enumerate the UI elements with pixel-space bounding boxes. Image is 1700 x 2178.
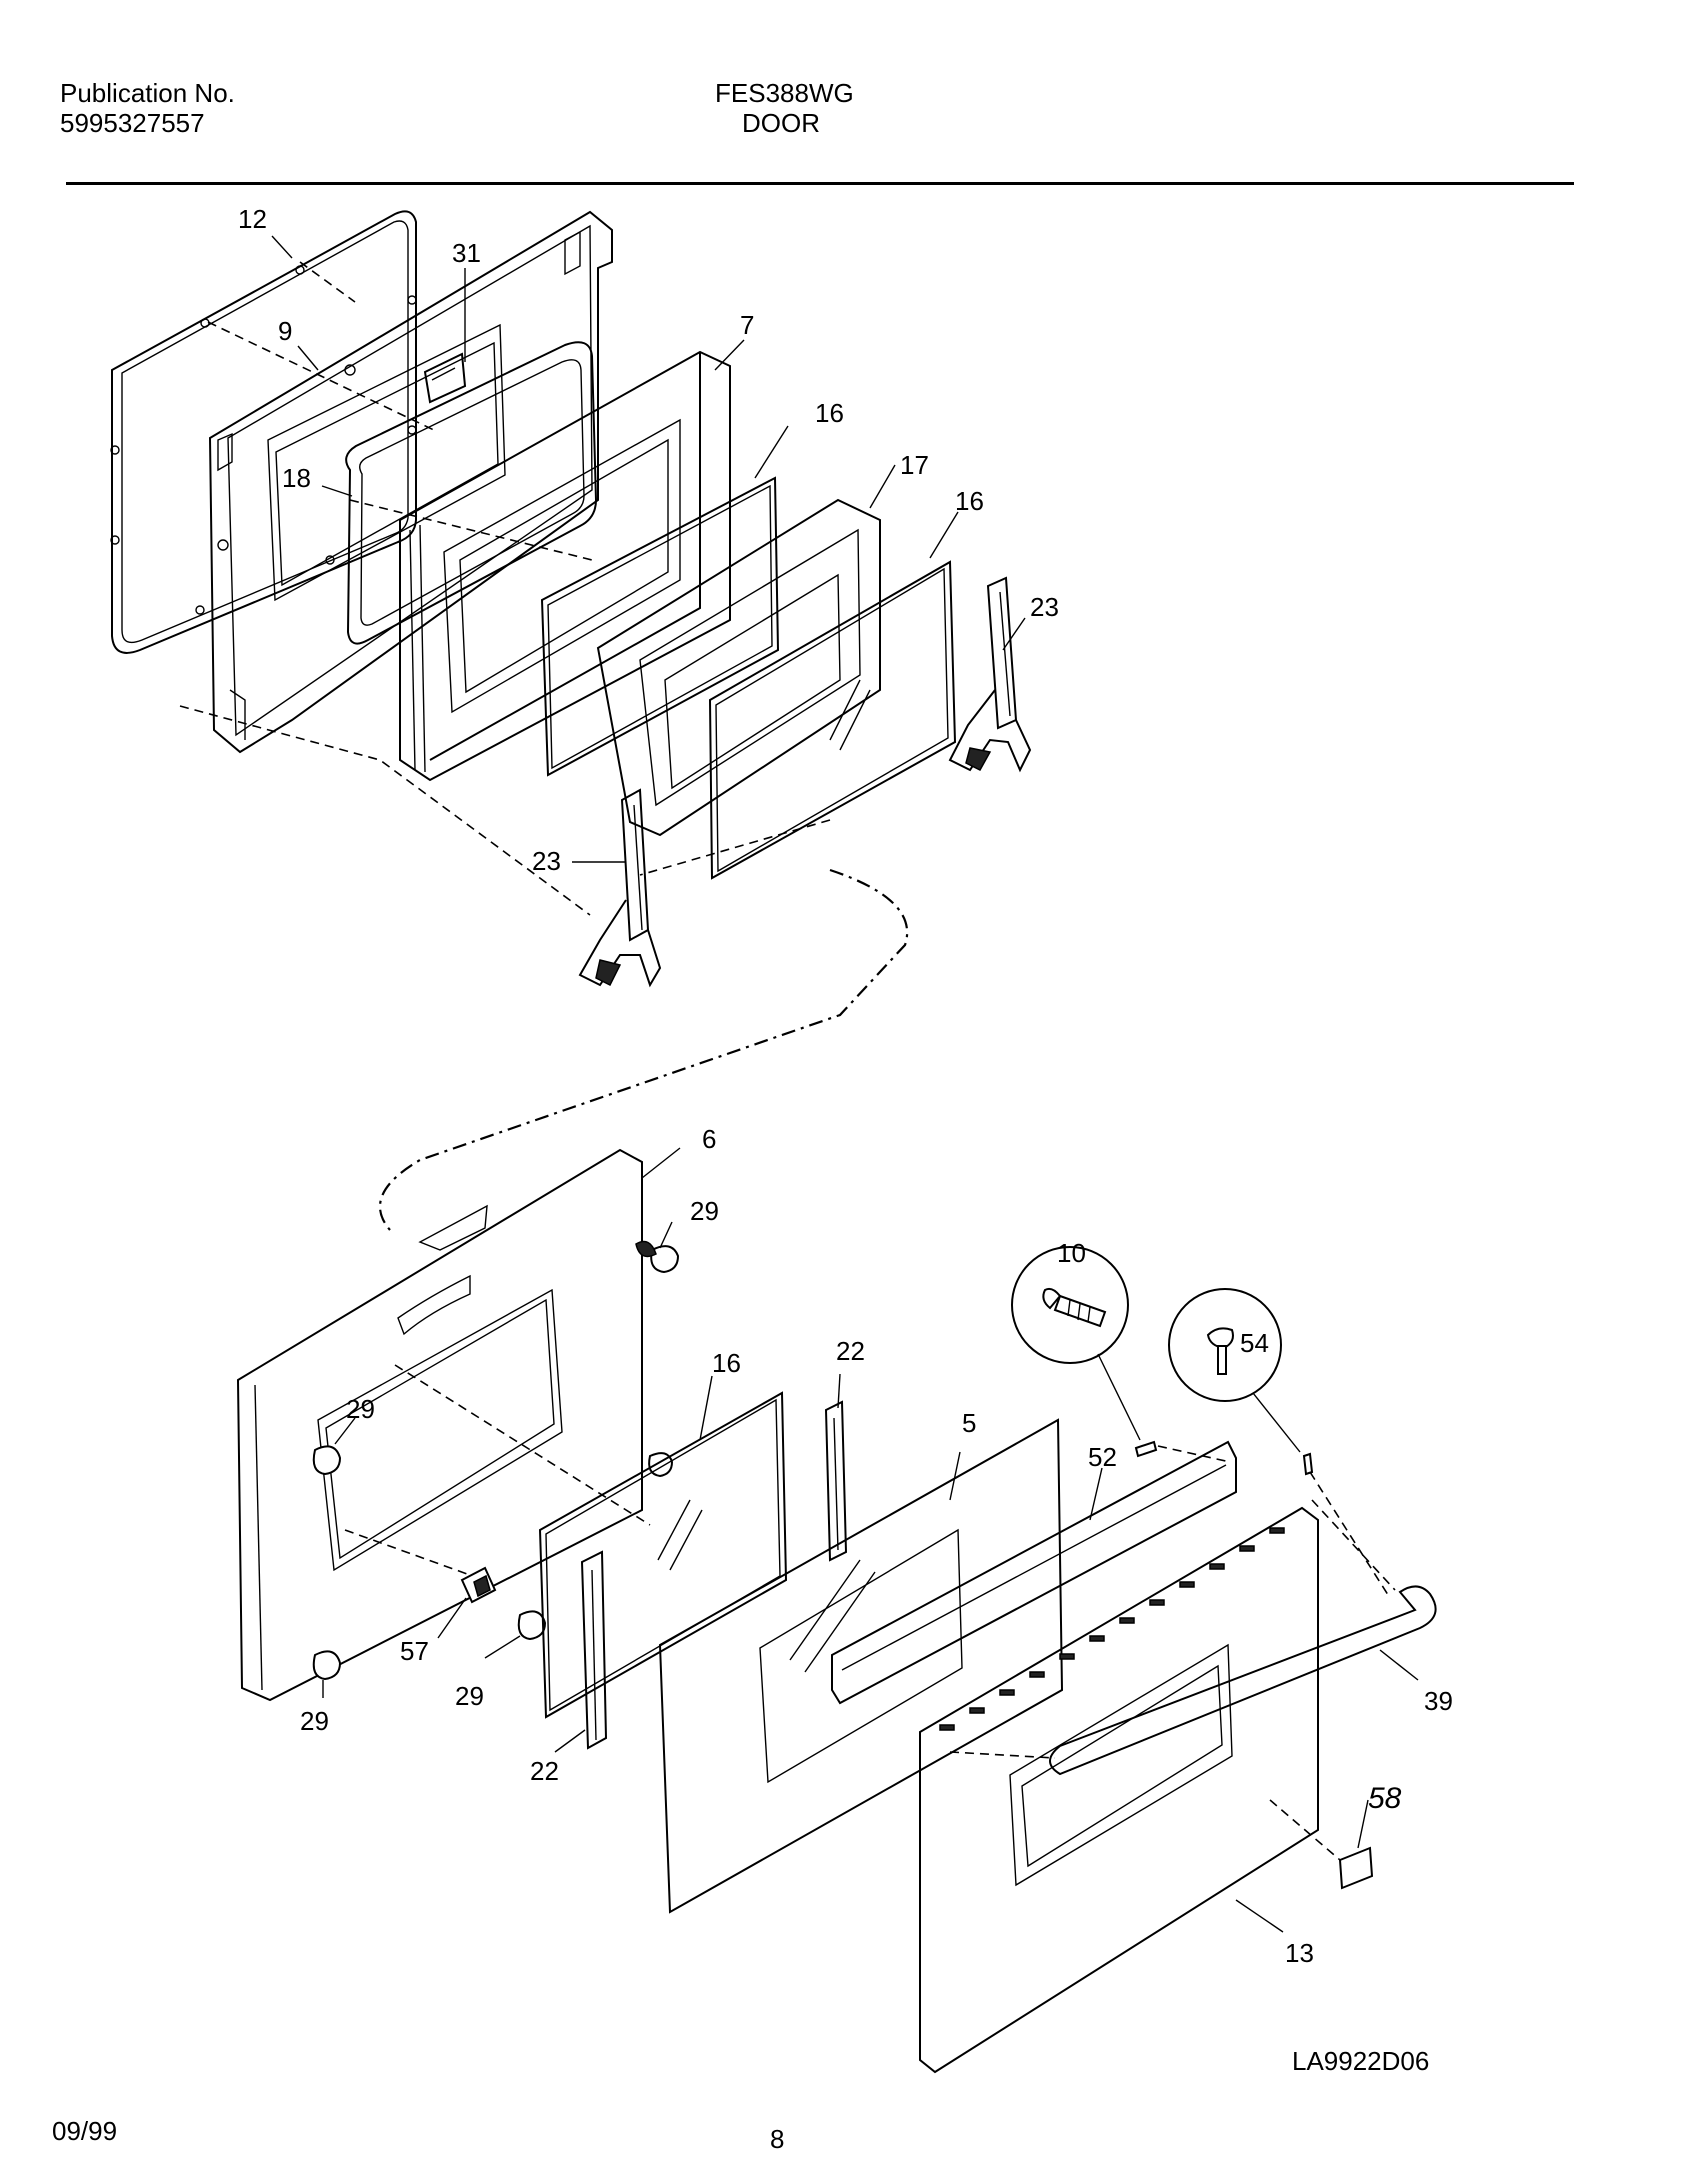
callout-23-a: 23 — [1030, 592, 1059, 622]
callout-18: 18 — [282, 463, 311, 493]
insulation-frame — [399, 350, 731, 782]
outer-glass-upper — [708, 560, 957, 880]
screw-54-icon — [1168, 1288, 1282, 1402]
callout-29-c: 29 — [455, 1681, 484, 1711]
screw-small-left — [1134, 1440, 1158, 1458]
callout-10: 10 — [1057, 1238, 1086, 1268]
footer-date: 09/99 — [52, 2116, 117, 2146]
bumper-bottom — [312, 1650, 342, 1681]
glass-lower — [538, 1391, 788, 1719]
callout-23-b: 23 — [532, 846, 561, 876]
footer-page: 8 — [770, 2124, 784, 2154]
callout-31: 31 — [452, 238, 481, 268]
bumper-upper — [635, 1240, 680, 1274]
bumper-middle — [517, 1610, 547, 1641]
model-number: FES388WG — [715, 78, 854, 108]
hinge-left — [578, 788, 662, 988]
window-gasket — [345, 341, 598, 645]
callout-16-b: 16 — [955, 486, 984, 516]
callout-13: 13 — [1285, 1938, 1314, 1968]
callout-54: 54 — [1240, 1328, 1269, 1358]
callout-7: 7 — [740, 310, 754, 340]
glass-retainer-right — [824, 1400, 848, 1562]
door-handle — [1049, 1585, 1437, 1776]
drawing-code: LA9922D06 — [1292, 2046, 1429, 2076]
bumper-left — [312, 1445, 342, 1476]
door-gasket — [110, 210, 417, 654]
callout-29-a: 29 — [690, 1196, 719, 1226]
callout-5: 5 — [962, 1408, 976, 1438]
vent-trim — [831, 1440, 1237, 1705]
callout-17: 17 — [900, 450, 929, 480]
callout-39: 39 — [1424, 1686, 1453, 1716]
section-title: DOOR — [742, 108, 820, 138]
callout-52: 52 — [1088, 1442, 1117, 1472]
glass-retainer-left — [580, 1550, 608, 1750]
inner-door-panel — [236, 1148, 643, 1702]
callout-29-d: 29 — [300, 1706, 329, 1736]
callout-16-c: 16 — [712, 1348, 741, 1378]
inner-door-liner — [208, 210, 613, 754]
callout-labels: 12 31 9 7 16 17 16 18 23 23 6 29 10 54 1… — [238, 204, 1453, 1968]
callout-9: 9 — [278, 316, 292, 346]
latch-bracket — [423, 352, 467, 404]
label-tag — [1338, 1846, 1374, 1890]
callout-22-b: 22 — [530, 1756, 559, 1786]
callout-6: 6 — [702, 1124, 716, 1154]
callout-29-b: 29 — [346, 1394, 375, 1424]
clip — [460, 1566, 497, 1604]
callout-16-a: 16 — [815, 398, 844, 428]
lower-guide-lines — [344, 1364, 1396, 1861]
lower-leaders — [322, 1147, 1419, 1933]
hinge-right — [948, 576, 1032, 773]
callout-22-a: 22 — [836, 1336, 865, 1366]
screw-10-icon — [1011, 1246, 1129, 1364]
callout-12: 12 — [238, 204, 267, 234]
glass-pack-frame — [596, 498, 881, 837]
header-rule — [66, 182, 1574, 185]
publication-label: Publication No. — [60, 78, 235, 108]
screw-small-right — [1302, 1452, 1314, 1476]
outer-glass-panel — [658, 1418, 1064, 1914]
inner-glass-upper — [540, 476, 780, 777]
callout-57: 57 — [400, 1636, 429, 1666]
upper-guide-lines — [179, 261, 909, 1231]
callout-58: 58 — [1368, 1782, 1402, 1815]
publication-number: 5995327557 — [60, 108, 205, 138]
outer-door-panel — [919, 1506, 1319, 2074]
upper-leaders — [271, 235, 1026, 863]
